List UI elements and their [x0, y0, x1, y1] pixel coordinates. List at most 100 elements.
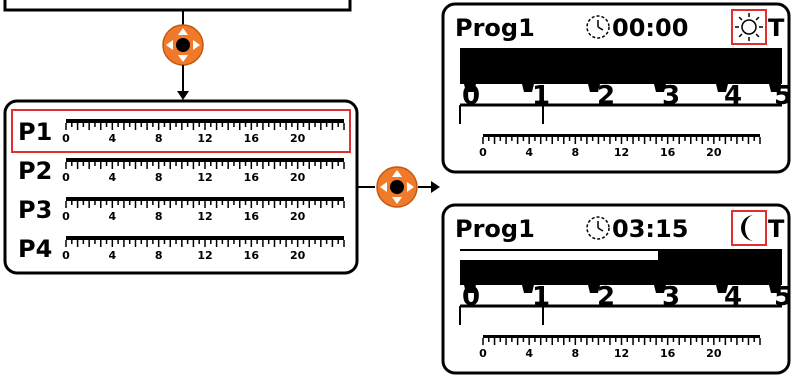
upper-box-edge	[3, 0, 352, 12]
hour-tick-label: 8	[155, 171, 163, 184]
day-number: 0	[462, 282, 480, 312]
graph-notch	[464, 84, 476, 92]
hour-tick-label: 16	[660, 146, 676, 159]
hour-tick-label: 12	[614, 146, 629, 159]
hour-tick-label: 4	[109, 171, 117, 184]
ruler-band	[66, 236, 344, 240]
program-ruler: 0 4 8 12 16 20	[62, 236, 345, 262]
program-ruler: 0 4 8 12 16 20	[62, 158, 345, 184]
hour-tick-label: 20	[290, 132, 306, 145]
hour-tick-label: 8	[155, 249, 163, 262]
program-label: P4	[18, 235, 52, 263]
hour-tick-label: 12	[197, 210, 212, 223]
program-list-item[interactable]: P1 0 4 8 12 16 20	[18, 118, 345, 146]
hour-tick-label: 16	[660, 347, 676, 360]
hour-tick-label: 20	[706, 347, 722, 360]
hour-tick-label: 16	[244, 249, 260, 262]
hour-tick-label: 0	[62, 210, 70, 223]
clock-icon	[586, 216, 610, 240]
program-list-item[interactable]: P2 0 4 8 12 16 20	[18, 157, 345, 185]
hour-tick-label: 4	[525, 146, 533, 159]
ruler-band	[66, 197, 344, 201]
day-number: 5	[774, 282, 792, 312]
program-list-item[interactable]: P4 0 4 8 12 16 20	[18, 235, 345, 263]
mode-letter: T	[768, 14, 785, 42]
graph-notch	[716, 285, 728, 293]
hour-tick-label: 0	[479, 347, 487, 360]
hour-tick-label: 8	[155, 132, 163, 145]
program-name: Prog1	[455, 215, 535, 243]
day-number: 1	[532, 81, 550, 111]
graph-notch	[464, 285, 476, 293]
hour-tick-label: 8	[155, 210, 163, 223]
arrow-icon	[431, 181, 440, 193]
sun-icon	[735, 13, 763, 41]
hour-tick-label: 16	[244, 132, 260, 145]
selected-program-highlight	[11, 109, 351, 153]
graph-notch	[716, 84, 728, 92]
clock-icon	[586, 15, 610, 39]
hour-tick-label: 4	[109, 132, 117, 145]
hour-tick-label: 0	[479, 146, 487, 159]
hour-tick-label: 8	[572, 347, 580, 360]
graph-notch	[588, 84, 600, 92]
clock-time: 00:00	[612, 14, 688, 42]
arrow-icon	[177, 91, 189, 100]
ruler-band	[483, 134, 760, 137]
hour-tick-label: 20	[290, 249, 306, 262]
program-label: P2	[18, 157, 52, 185]
setpoint-profile	[460, 250, 782, 285]
program-name: Prog1	[455, 14, 535, 42]
hour-tick-label: 12	[197, 171, 212, 184]
day-number: 3	[662, 81, 680, 111]
hour-tick-label: 12	[197, 249, 212, 262]
program-ruler: 0 4 8 12 16 20	[62, 119, 345, 145]
graph-notch	[654, 84, 666, 92]
graph-notch	[654, 285, 666, 293]
graph-notch	[588, 285, 600, 293]
day-number: 5	[774, 81, 792, 111]
hour-tick-label: 4	[525, 347, 533, 360]
program-label: P3	[18, 196, 52, 224]
day-number: 1	[532, 282, 550, 312]
ruler-band	[66, 158, 344, 162]
graph-notch	[522, 285, 534, 293]
hour-tick-label: 4	[109, 249, 117, 262]
display-frame	[441, 203, 791, 375]
hour-tick-label: 0	[62, 132, 70, 145]
graph-notch	[522, 84, 534, 92]
graph-notch	[769, 84, 781, 92]
hour-tick-label: 0	[62, 249, 70, 262]
navigation-button-icon[interactable]	[376, 166, 418, 208]
setpoint-profile	[460, 49, 782, 84]
clock-time: 03:15	[612, 215, 688, 243]
hour-tick-label: 0	[62, 171, 70, 184]
hour-tick-label: 16	[244, 171, 260, 184]
day-number: 4	[724, 282, 742, 312]
day-number: 4	[724, 81, 742, 111]
display-frame	[441, 2, 791, 174]
graph-notch	[769, 285, 781, 293]
setpoint-graph	[459, 249, 782, 325]
hour-tick-label: 12	[197, 132, 212, 145]
day-number: 0	[462, 81, 480, 111]
day-number: 3	[662, 282, 680, 312]
hour-tick-label: 20	[290, 171, 306, 184]
mode-icon-highlight	[731, 9, 767, 45]
day-number: 2	[597, 81, 615, 111]
setpoint-graph	[459, 48, 782, 124]
mode-icon-highlight	[731, 210, 767, 246]
navigation-button-icon[interactable]	[162, 24, 204, 66]
moon-icon	[741, 215, 754, 241]
hour-tick-label: 16	[244, 210, 260, 223]
program-label: P1	[18, 118, 52, 146]
hour-tick-label: 4	[109, 210, 117, 223]
